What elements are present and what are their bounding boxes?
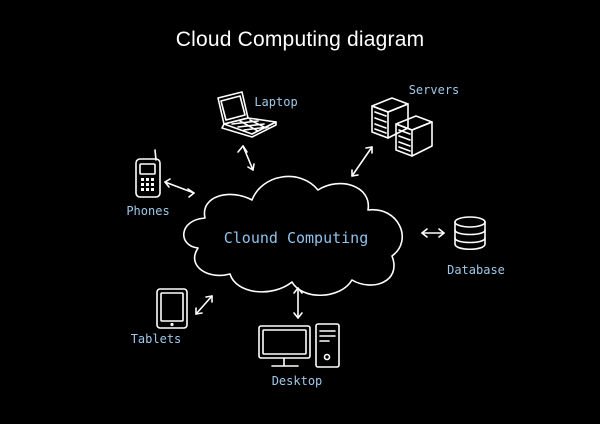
arrow-phones [164, 178, 195, 198]
tablet-icon [156, 288, 188, 329]
database-label: Database [447, 263, 505, 277]
desktop-label: Desktop [271, 374, 323, 388]
desktop-icon [258, 323, 340, 368]
arrow-tablets [195, 295, 213, 315]
page-title: Cloud Computing diagram [175, 28, 425, 51]
arrow-servers [351, 146, 373, 177]
phones-label: Phones [126, 204, 170, 218]
laptop-icon [217, 91, 277, 138]
tablets-label: Tablets [130, 332, 182, 346]
database-icon [454, 216, 486, 251]
servers-icon [371, 97, 433, 157]
cloud-shape [183, 175, 403, 297]
cloud-label: Clound Computing [223, 229, 369, 247]
arrow-desktop [293, 287, 303, 319]
arrow-laptop [237, 145, 255, 171]
arrow-database [421, 228, 445, 238]
laptop-label: Laptop [254, 95, 298, 109]
phone-icon [135, 149, 161, 198]
servers-label: Servers [408, 83, 460, 97]
